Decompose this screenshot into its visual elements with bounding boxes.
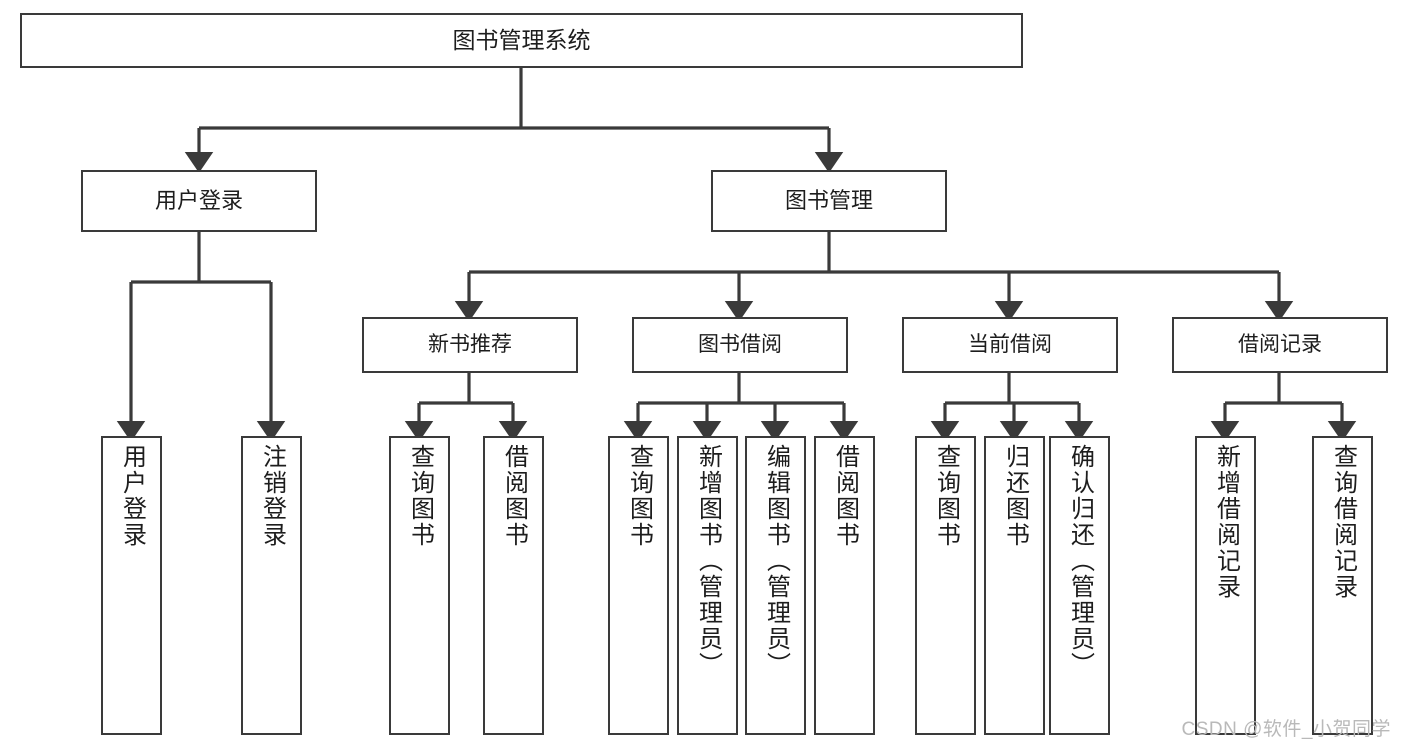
node-leaf-label: 新增图书（管理员） [694,444,722,678]
node-current-borrow-label: 当前借阅 [968,332,1052,356]
node-book-management[interactable]: 图书管理 [711,170,947,232]
node-leaf-label: 归还图书 [1001,444,1029,548]
node-leaf-user-login-logout[interactable]: 注销登录 [241,436,302,735]
node-leaf-book-borrow-add[interactable]: 新增图书（管理员） [677,436,738,735]
node-leaf-current-borrow-query[interactable]: 查询图书 [915,436,976,735]
node-leaf-label: 借阅图书 [831,444,859,548]
node-book-borrow[interactable]: 图书借阅 [632,317,848,373]
node-leaf-label: 用户登录 [118,444,146,548]
node-leaf-new-book-borrow[interactable]: 借阅图书 [483,436,544,735]
node-leaf-book-borrow-edit[interactable]: 编辑图书（管理员） [745,436,806,735]
node-leaf-label: 查询借阅记录 [1329,444,1357,600]
node-leaf-label: 查询图书 [625,444,653,548]
node-leaf-book-borrow-borrow[interactable]: 借阅图书 [814,436,875,735]
node-borrow-record[interactable]: 借阅记录 [1172,317,1388,373]
node-leaf-borrow-record-add[interactable]: 新增借阅记录 [1195,436,1256,735]
node-leaf-label: 编辑图书（管理员） [762,444,790,678]
node-book-borrow-label: 图书借阅 [698,332,782,356]
node-book-management-label: 图书管理 [784,188,873,214]
node-leaf-label: 注销登录 [258,444,286,548]
node-new-book-recommend[interactable]: 新书推荐 [362,317,578,373]
node-root-label: 图书管理系统 [452,26,591,53]
node-leaf-current-borrow-return[interactable]: 归还图书 [984,436,1045,735]
node-borrow-record-label: 借阅记录 [1238,332,1322,356]
node-user-login[interactable]: 用户登录 [81,170,317,232]
node-leaf-label: 新增借阅记录 [1212,444,1240,600]
node-leaf-label: 查询图书 [406,444,434,548]
node-root-book-management-system[interactable]: 图书管理系统 [20,13,1023,68]
node-user-login-label: 用户登录 [154,188,243,214]
node-leaf-borrow-record-query[interactable]: 查询借阅记录 [1312,436,1373,735]
node-current-borrow[interactable]: 当前借阅 [902,317,1118,373]
node-leaf-book-borrow-query[interactable]: 查询图书 [608,436,669,735]
node-leaf-label: 查询图书 [932,444,960,548]
node-new-book-recommend-label: 新书推荐 [428,332,512,356]
node-leaf-new-book-query[interactable]: 查询图书 [389,436,450,735]
node-leaf-current-borrow-confirm-return[interactable]: 确认归还（管理员） [1049,436,1110,735]
node-leaf-label: 借阅图书 [500,444,528,548]
node-leaf-user-login-login[interactable]: 用户登录 [101,436,162,735]
node-leaf-label: 确认归还（管理员） [1066,444,1094,678]
